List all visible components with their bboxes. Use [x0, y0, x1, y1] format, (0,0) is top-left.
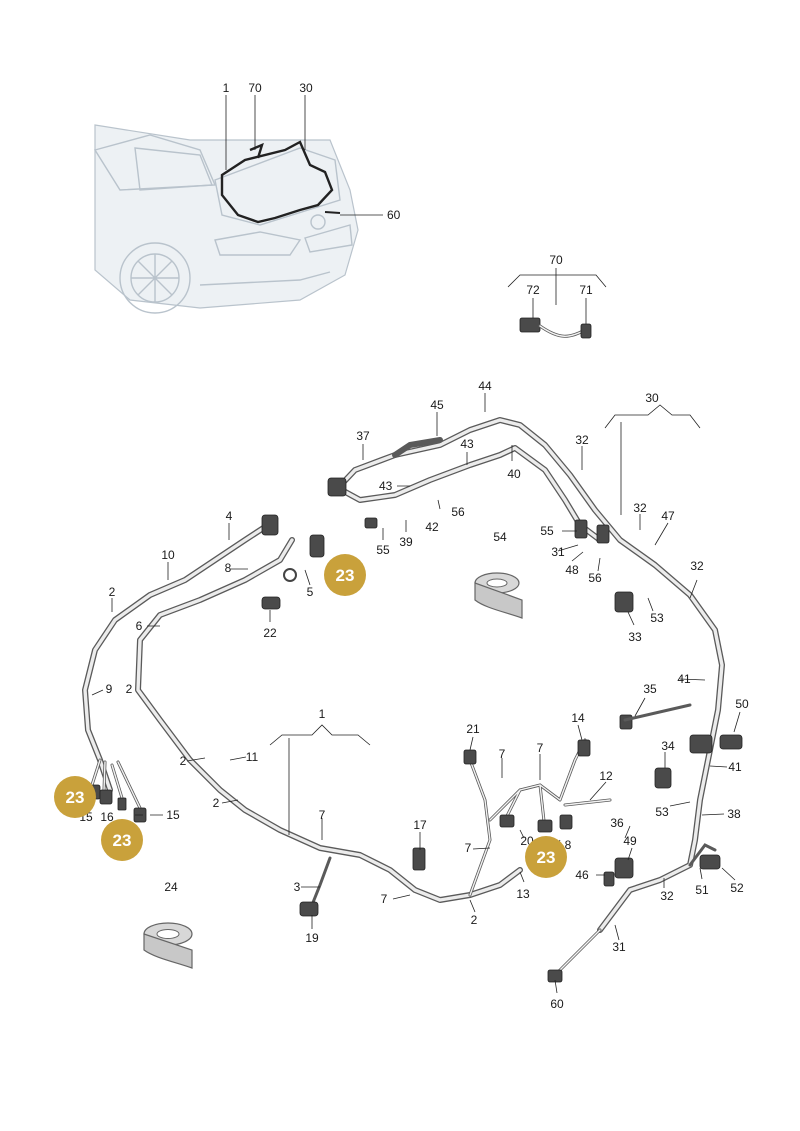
- callout-15-right: 15: [166, 808, 180, 822]
- callout-1-top: 1: [223, 81, 230, 95]
- callout-34: 34: [661, 739, 675, 753]
- badge-23-upper: 23: [324, 554, 366, 596]
- callout-40: 40: [507, 467, 521, 481]
- callout-44: 44: [478, 379, 492, 393]
- callout-7-b: 7: [537, 741, 544, 755]
- callout-71: 71: [579, 283, 593, 297]
- callout-10: 10: [161, 548, 175, 562]
- callout-9: 9: [106, 682, 113, 696]
- callout-1-group: 1: [319, 707, 326, 721]
- callout-2-b: 2: [126, 682, 133, 696]
- callout-30-top: 30: [299, 81, 313, 95]
- callout-12: 12: [599, 769, 613, 783]
- callout-6: 6: [136, 619, 143, 633]
- callout-53-a: 53: [650, 611, 664, 625]
- badge-23-left-lower: 23: [101, 819, 143, 861]
- badge-23-center: 23: [525, 836, 567, 878]
- callout-19: 19: [305, 931, 319, 945]
- callout-49: 49: [623, 834, 637, 848]
- callout-3: 3: [294, 880, 301, 894]
- tape-roll-24: [143, 922, 193, 969]
- callout-7-d: 7: [465, 841, 472, 855]
- callout-2-c: 2: [180, 754, 187, 768]
- callout-7-a: 7: [499, 747, 506, 761]
- callout-43-b: 43: [379, 479, 393, 493]
- main-wiring-harness: [82, 417, 743, 983]
- callout-52: 52: [730, 881, 744, 895]
- callout-42: 42: [425, 520, 439, 534]
- callout-32-c: 32: [690, 559, 704, 573]
- callout-8-b: 8: [565, 838, 572, 852]
- callout-21: 21: [466, 722, 480, 736]
- callout-60-bottom: 60: [550, 997, 564, 1011]
- tape-roll-54: [474, 572, 523, 619]
- callout-56-b: 56: [588, 571, 602, 585]
- callout-55-a: 55: [376, 543, 390, 557]
- callout-31-b: 31: [612, 940, 626, 954]
- callout-2-d: 2: [213, 796, 220, 810]
- callout-32-b: 32: [633, 501, 647, 515]
- callout-22: 22: [263, 626, 277, 640]
- callout-13: 13: [516, 887, 530, 901]
- callout-41-b: 41: [728, 760, 742, 774]
- svg-text:23: 23: [537, 848, 556, 867]
- callout-7-e: 7: [381, 892, 388, 906]
- callout-70-top: 70: [248, 81, 262, 95]
- callout-53-b: 53: [655, 805, 669, 819]
- callout-31-a: 31: [551, 545, 565, 559]
- callout-45: 45: [430, 398, 444, 412]
- callout-2-a: 2: [109, 585, 116, 599]
- callout-11: 11: [246, 750, 259, 764]
- callout-55-b: 55: [540, 524, 554, 538]
- callout-7-c: 7: [319, 808, 326, 822]
- callout-43-a: 43: [460, 437, 474, 451]
- svg-text:23: 23: [336, 566, 355, 585]
- car-rear-illustration: [93, 124, 359, 314]
- callout-41-a: 41: [677, 672, 691, 686]
- callout-8: 8: [225, 561, 232, 575]
- callout-labels: 1 70 30 60 70 72 71 44 45 37 43 40 43 30…: [79, 81, 749, 1011]
- badge-23-left-upper: 23: [54, 776, 96, 818]
- callout-4: 4: [226, 509, 233, 523]
- svg-text:23: 23: [113, 831, 132, 850]
- subassembly-70: [507, 268, 607, 339]
- callout-37: 37: [356, 429, 370, 443]
- badges: 23 23 23 23: [54, 554, 567, 878]
- callout-47: 47: [661, 509, 675, 523]
- group-brackets: [225, 95, 701, 835]
- callout-38: 38: [727, 807, 741, 821]
- callout-30-group: 30: [645, 391, 659, 405]
- callout-48: 48: [565, 563, 579, 577]
- callout-17: 17: [413, 818, 427, 832]
- callout-39: 39: [399, 535, 413, 549]
- callout-16: 16: [100, 810, 114, 824]
- callout-5: 5: [307, 585, 314, 599]
- callout-51: 51: [695, 883, 709, 897]
- callout-50: 50: [735, 697, 749, 711]
- callout-14: 14: [571, 711, 585, 725]
- callout-60-top: 60: [387, 208, 401, 222]
- svg-text:23: 23: [66, 788, 85, 807]
- callout-33: 33: [628, 630, 642, 644]
- callout-54: 54: [493, 530, 507, 544]
- callout-32-a: 32: [575, 433, 589, 447]
- callout-56-a: 56: [451, 505, 465, 519]
- callout-36: 36: [610, 816, 624, 830]
- callout-72: 72: [526, 283, 540, 297]
- callout-24: 24: [164, 880, 178, 894]
- callout-2-e: 2: [471, 913, 478, 927]
- callout-46: 46: [575, 868, 589, 882]
- callout-35: 35: [643, 682, 657, 696]
- callout-leaders: [91, 393, 741, 994]
- callout-70-group: 70: [549, 253, 563, 267]
- callout-32-d: 32: [660, 889, 674, 903]
